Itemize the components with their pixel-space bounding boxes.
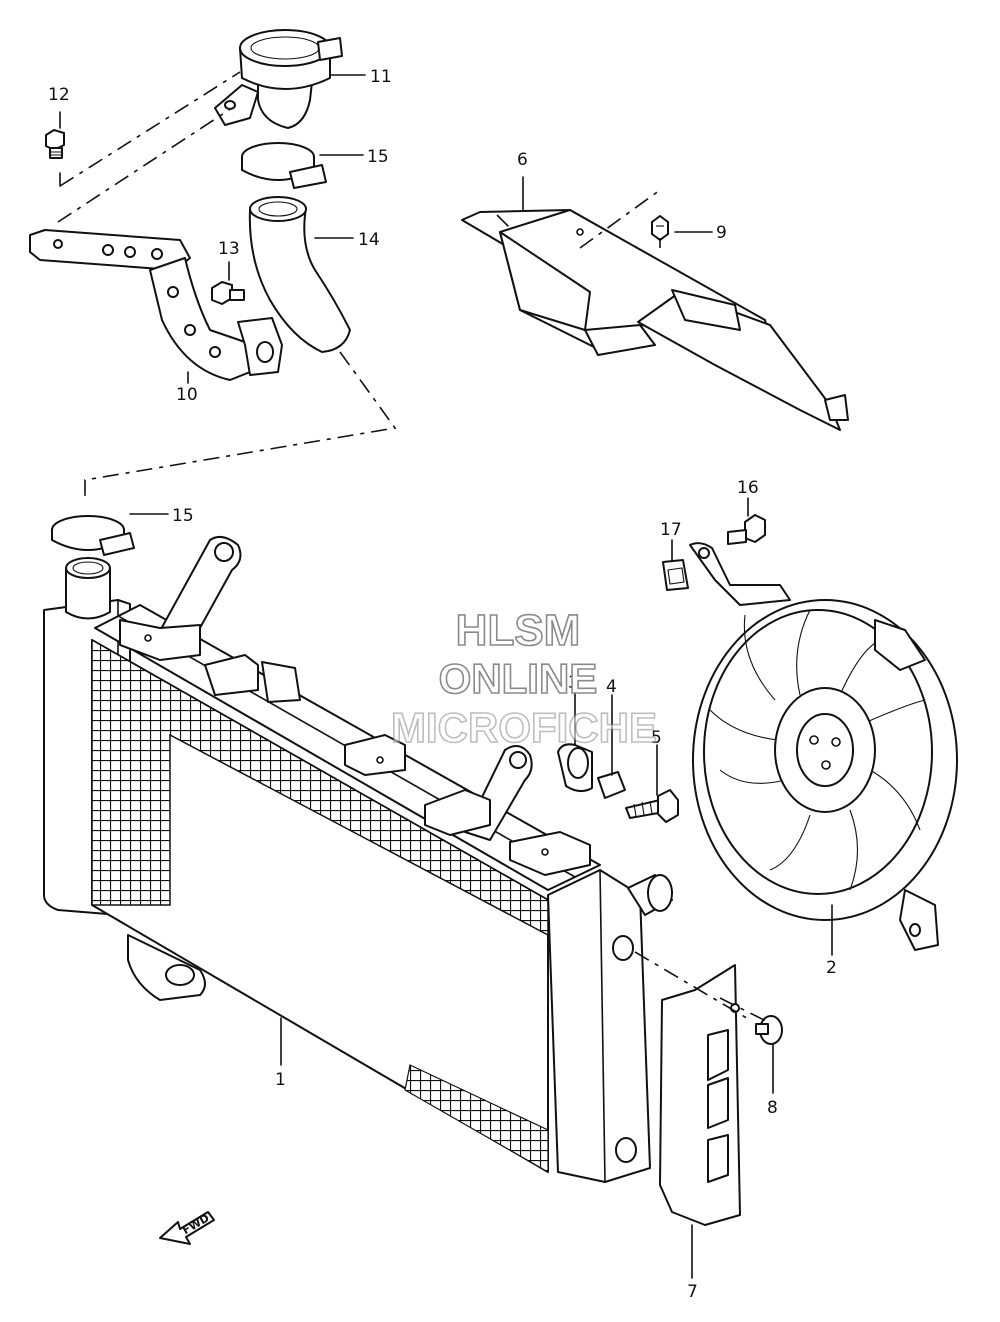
- water-outlet-fitting: [214, 29, 343, 129]
- callout-2: 2: [826, 958, 837, 978]
- callout-13: 13: [218, 239, 240, 259]
- bolt-9: [651, 215, 669, 241]
- radiator-hose: [248, 196, 351, 353]
- radiator-cover: [461, 209, 849, 431]
- callout-6: 6: [517, 150, 528, 170]
- watermark: HLSM ONLINE MICROFICHE: [390, 605, 658, 752]
- watermark-line-1: HLSM: [456, 606, 581, 655]
- callout-8: 8: [767, 1098, 778, 1118]
- grommet-3: [557, 743, 593, 792]
- watermark-line-3: MICROFICHE: [391, 704, 657, 751]
- bolt-13: [211, 281, 245, 305]
- callout-1: 1: [275, 1070, 286, 1090]
- callout-16: 16: [737, 478, 759, 498]
- forward-direction-arrow: FWD: [159, 1211, 215, 1245]
- bolt-12: [45, 129, 65, 159]
- callout-labels: 1 2 3 4 5 6 7 8 9 10 11 12 13 14 15 15 1…: [48, 67, 837, 1302]
- hose-clamp-lower: [51, 515, 135, 556]
- callout-15-upper: 15: [367, 147, 389, 167]
- cooling-fan: [689, 542, 958, 951]
- callout-12: 12: [48, 85, 70, 105]
- clip-17: [662, 559, 689, 591]
- side-plate: [659, 964, 741, 1226]
- callout-11: 11: [370, 67, 392, 87]
- callout-15-lower: 15: [172, 506, 194, 526]
- callout-4: 4: [606, 677, 617, 697]
- bracket: [29, 229, 283, 381]
- hose-clamp-upper: [241, 142, 327, 189]
- callout-3: 3: [568, 673, 579, 693]
- screw-8: [755, 1015, 783, 1045]
- callout-10: 10: [176, 385, 198, 405]
- callout-9: 9: [716, 223, 727, 243]
- bolt-5: [625, 789, 679, 823]
- fwd-label: FWD: [180, 1211, 211, 1237]
- watermark-line-2: ONLINE: [439, 655, 598, 702]
- callout-14: 14: [358, 230, 380, 250]
- callout-7: 7: [687, 1282, 698, 1302]
- radiator: [43, 535, 673, 1183]
- bolt-16: [727, 514, 766, 545]
- callout-5: 5: [651, 728, 662, 748]
- collar-4: [597, 771, 626, 799]
- leader-lines: [57, 71, 833, 1279]
- callout-17: 17: [660, 520, 682, 540]
